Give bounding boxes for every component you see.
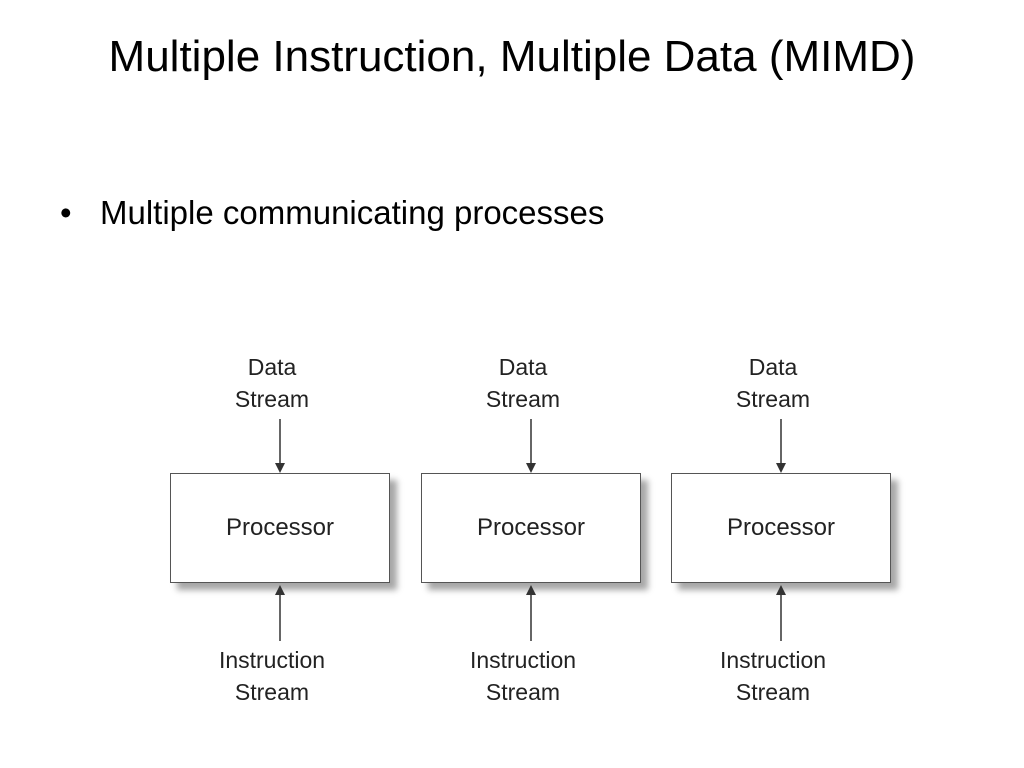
instruction-stream-arrow-icon — [275, 585, 285, 641]
instruction-stream-label-line-1: Instruction — [218, 647, 326, 673]
bullet-marker: • — [60, 194, 72, 231]
processor-label: Processor — [726, 514, 836, 541]
data-stream-label-line-2: Stream — [485, 386, 561, 412]
instruction-stream-label: Instruction Stream — [411, 644, 635, 708]
data-stream-label-line-1: Data — [247, 354, 297, 380]
instruction-stream-label: Instruction Stream — [160, 644, 384, 708]
data-stream-arrow-icon — [275, 419, 285, 473]
processor-unit-1: Data Stream Processor Instruction Stream — [160, 345, 390, 725]
data-stream-label-line-1: Data — [498, 354, 548, 380]
processor-box: Processor — [671, 473, 891, 583]
bullet-text: Multiple communicating processes — [100, 194, 605, 231]
mimd-diagram: Data Stream Processor Instruction Stream… — [160, 345, 920, 725]
data-stream-label-line-2: Stream — [735, 386, 811, 412]
processor-box: Processor — [170, 473, 390, 583]
instruction-stream-label-line-2: Stream — [735, 679, 811, 705]
data-stream-label: Data Stream — [160, 351, 384, 415]
data-stream-label: Data Stream — [411, 351, 635, 415]
data-stream-label-line-1: Data — [748, 354, 798, 380]
processor-label: Processor — [476, 514, 586, 541]
data-stream-arrow-icon — [776, 419, 786, 473]
slide-title: Multiple Instruction, Multiple Data (MIM… — [108, 32, 916, 81]
data-stream-arrow-icon — [526, 419, 536, 473]
processor-unit-3: Data Stream Processor Instruction Stream — [661, 345, 891, 725]
bullet-item: • Multiple communicating processes — [60, 192, 604, 234]
instruction-stream-label-line-1: Instruction — [469, 647, 577, 673]
instruction-stream-arrow-icon — [776, 585, 786, 641]
instruction-stream-arrow-icon — [526, 585, 536, 641]
processor-label: Processor — [225, 514, 335, 541]
processor-box: Processor — [421, 473, 641, 583]
instruction-stream-label-line-1: Instruction — [719, 647, 827, 673]
processor-unit-2: Data Stream Processor Instruction Stream — [411, 345, 641, 725]
instruction-stream-label: Instruction Stream — [661, 644, 885, 708]
data-stream-label-line-2: Stream — [234, 386, 310, 412]
data-stream-label: Data Stream — [661, 351, 885, 415]
instruction-stream-label-line-2: Stream — [234, 679, 310, 705]
instruction-stream-label-line-2: Stream — [485, 679, 561, 705]
